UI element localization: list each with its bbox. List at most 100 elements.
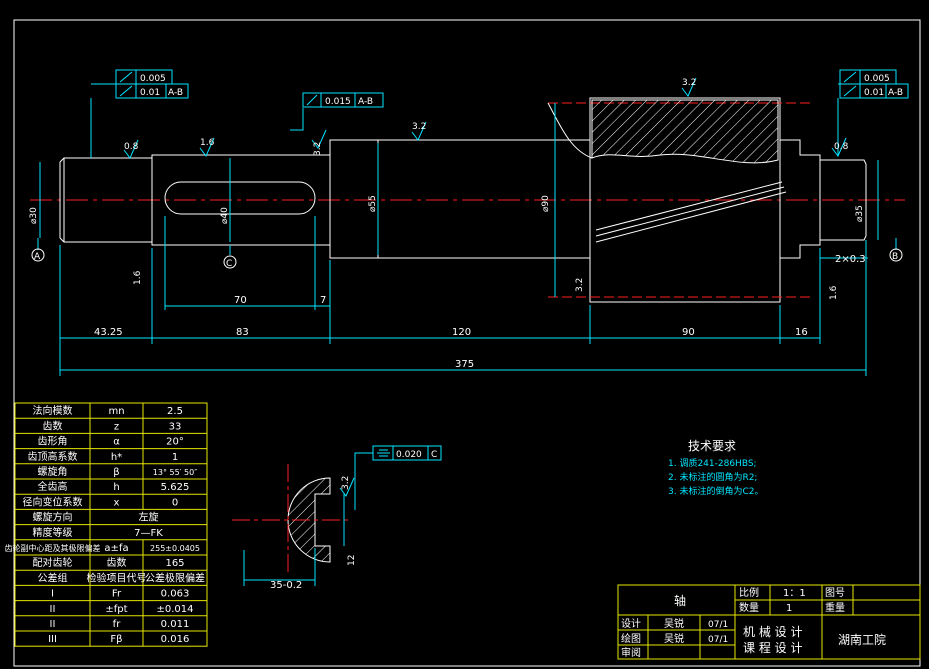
roughness-value: 3.2 [412,122,426,132]
fcf-left-top: 0.005 [140,74,166,84]
runout-icon [119,85,133,97]
dim-seg-3: 120 [452,327,471,338]
helix-line [595,181,783,231]
fcf-right-top: 0.005 [864,74,890,84]
fcf-frame [839,83,909,99]
qty-value: 1 [786,603,792,614]
gear-table-cell: 5.625 [161,482,190,493]
gear-table-cell: ±fpt [105,604,127,615]
fcf-left [91,69,189,99]
gear-table-cell: h* [111,452,122,463]
gear-table-cell: 255±0.0405 [150,544,200,553]
roughness-value: 1.6 [829,285,839,300]
fcf-mid-value: 0.015 [325,97,351,107]
gear-table-cell: II [50,619,56,630]
break-line [547,102,593,159]
gear-table-cell: 齿顶高系数 [28,450,78,463]
tech-req-item: 1. 调质241-286HBS; [668,457,757,469]
shaft-outline-bottom [59,235,867,303]
course-line-2: 课 程 设 计 [743,640,802,655]
gear-table-cell: 配对齿轮 [33,556,73,569]
roughness-symbol [339,477,355,497]
gear-table-cell: a±fa [104,543,128,554]
gear-table-cell: 齿形角 [38,436,68,448]
roughness-symbol [199,137,215,157]
section-outline [287,477,331,563]
dimension-labels: 43.25 83 120 90 16 375 70 7 2×0.3 35-0.2… [29,78,866,591]
fcf-frame [115,83,189,99]
dim-dia-shoulder: ⌀55 [368,195,378,212]
dim-section-width: 35-0.2 [270,580,302,591]
dim-keyway-len: 70 [234,295,247,306]
qty-label: 数量 [739,601,759,614]
datum-b-label: B [892,252,898,262]
fcf-frame [302,92,384,108]
hatched-section [591,99,779,164]
gear-table-cell: mn [108,406,124,417]
dim-dia-left: ⌀30 [29,207,39,224]
gear-table-cell: h [113,482,119,493]
fcf-right-ref: A-B [888,88,903,98]
roughness-symbol [411,121,427,141]
runout-icon [119,71,133,83]
roughness-symbol [831,137,847,157]
part-name: 轴 [674,593,686,608]
fcf-left-bot: 0.01 [140,88,160,98]
roughness-value: 3.2 [575,278,585,292]
roughness-symbol [311,129,327,149]
gear-table-cell: Fr [112,589,122,600]
gear-table-cell: 2.5 [167,406,183,417]
technical-requirements: 技术要求 1. 调质241-286HBS; 2. 未标注的圆角为R2; 3. 未… [668,439,763,497]
design-label: 设计 [621,617,641,630]
drawing-frame [13,19,921,667]
fcf-section-value: 0.020 [396,450,422,460]
gear-table-cell: 左旋 [139,511,159,524]
gear-table-cell: 螺旋角 [38,465,68,478]
fcf-leader [290,108,304,131]
gear-table-cell: 公差极限偏差 [145,571,205,584]
weight-label: 重量 [825,601,845,614]
gear-table-cell: Fβ [110,634,122,645]
roughness-symbol [123,139,139,159]
roughness-value: 3.2 [313,142,323,156]
gear-table-cell: 1 [172,452,178,463]
dim-section-key: 12 [347,555,357,566]
runout-icon [306,94,318,106]
roughness-value: 1.6 [200,138,215,148]
gear-table-cell: 公差组 [38,571,68,584]
gear-table-cell: I [51,589,54,600]
drafter: 吴锐 [664,632,684,645]
roughness-value: 3.2 [682,78,696,88]
tech-req-item: 3. 未标注的倒角为C2。 [668,485,763,497]
draw-label: 绘图 [621,632,641,645]
dim-seg-4: 90 [682,327,695,338]
gear-table-cell: 齿轮副中心距及其极限偏差 [5,543,101,553]
keyway-section-view [232,464,355,586]
dim-dia-gear: ⌀90 [541,195,551,212]
gear-table-cell: x [114,497,120,508]
gear-table-cell: II [50,604,56,615]
dim-dia-right: ⌀35 [855,205,865,222]
scale-value: 1：1 [783,588,806,599]
gear-table-cell: 螺旋方向 [33,511,73,524]
shaft-main-view [30,97,905,303]
gear-table-cell: β [113,467,119,478]
datum-a-marker [31,248,45,262]
roughness-value: 3.2 [341,476,351,490]
runout-icon [843,71,857,83]
gear-table-cell: 全齿高 [38,480,68,493]
drawing-no-label: 图号 [825,587,845,599]
fcf-mid [302,92,384,108]
gear-table-cell: α [113,437,120,448]
gear-table-cell: 0.011 [161,619,190,630]
dimension-lines [37,77,897,376]
dim-seg-1: 43.25 [94,327,123,338]
gear-table-cell: fr [113,619,122,630]
gear-table-cell: ±0.014 [156,604,193,615]
runout-icon [843,85,857,97]
gear-table-cell: 0.063 [161,589,190,600]
dim-total: 375 [455,359,474,370]
design-date: 07/1 [708,620,728,630]
course-line-1: 机 械 设 计 [743,624,802,639]
